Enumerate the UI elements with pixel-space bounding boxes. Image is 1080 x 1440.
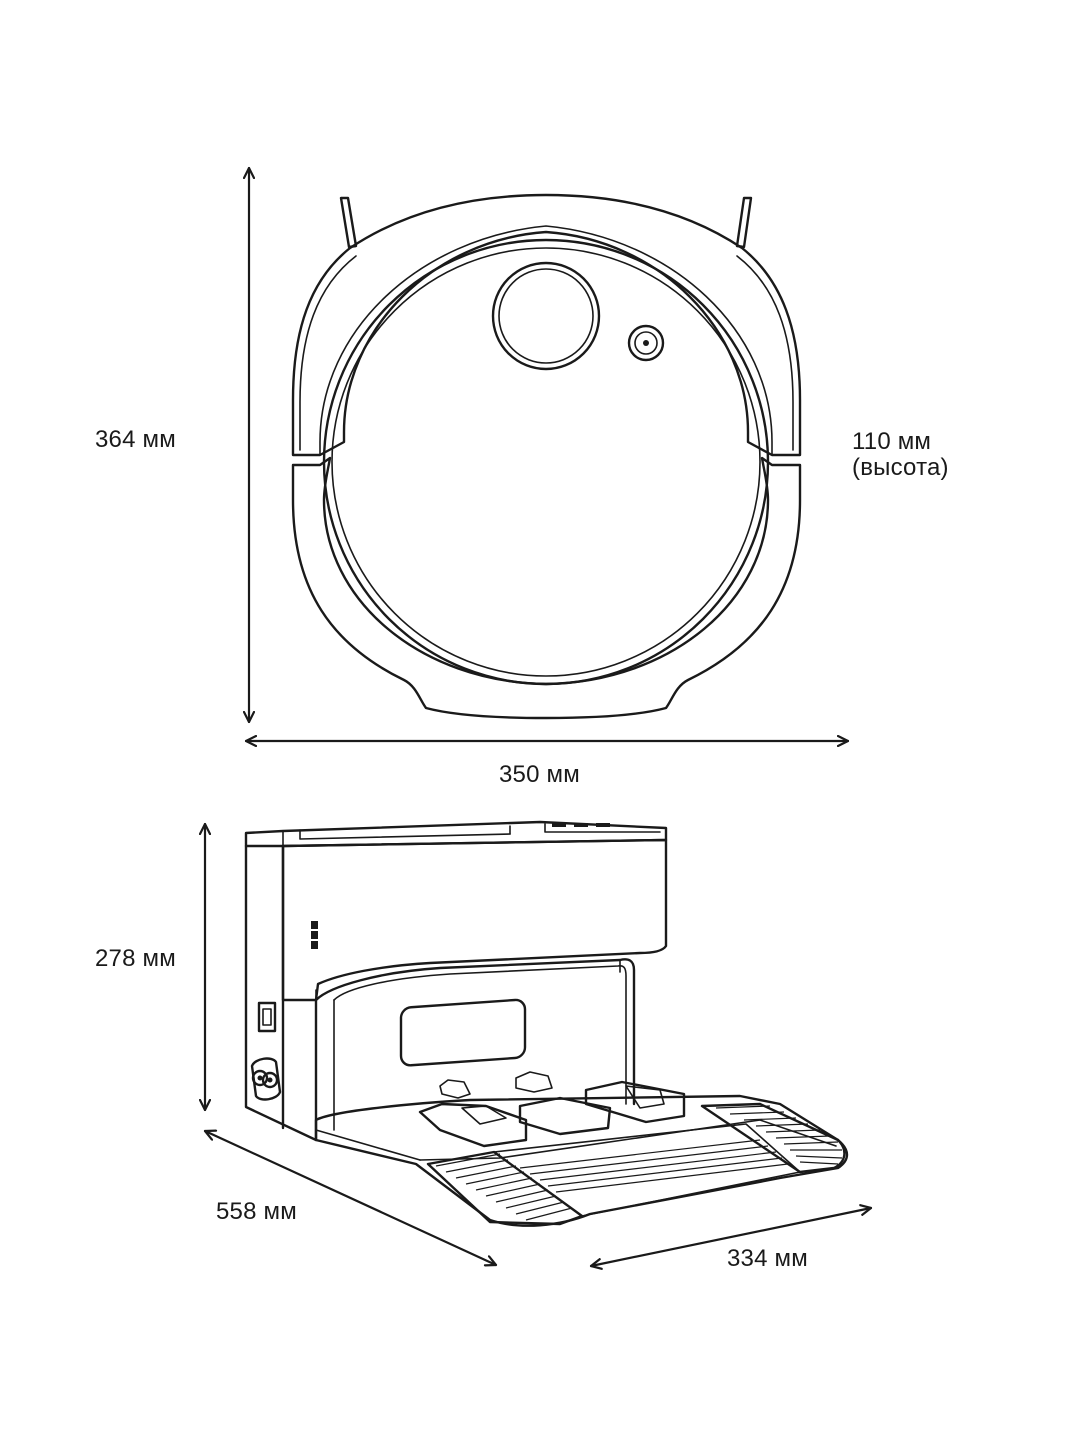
robot-thickness-label-caption: (высота) <box>852 454 949 481</box>
station-lid <box>244 820 668 848</box>
robot-height-label: 364 мм <box>95 426 176 453</box>
station-depth-dimension-line <box>203 1131 498 1265</box>
station-front-body <box>281 838 668 1002</box>
station-window <box>399 998 527 1067</box>
top-cover <box>322 238 770 686</box>
side-label-icon <box>311 921 318 949</box>
robot-thickness-label-value: 110 мм <box>852 428 932 455</box>
station-base-plate <box>314 1094 849 1227</box>
docking-station <box>244 820 849 1227</box>
station-back-wall <box>314 958 636 1106</box>
center-bump <box>518 1096 612 1136</box>
station-height-label: 278 мм <box>95 945 176 972</box>
right-side-brush <box>735 196 753 249</box>
right-grille <box>700 1102 846 1174</box>
left-grille <box>426 1150 584 1226</box>
station-width-dimension-line <box>589 1208 873 1266</box>
power-button-icon <box>627 324 665 362</box>
left-side-brush <box>339 196 358 249</box>
station-width-label: 334 мм <box>727 1245 808 1272</box>
left-bump <box>418 1102 528 1148</box>
robot-body <box>291 456 802 720</box>
power-switch-icon <box>257 1001 277 1033</box>
lidar-tower <box>491 261 601 371</box>
front-bumper <box>291 193 802 457</box>
center-grille <box>493 1123 801 1217</box>
robot-width-label: 350 мм <box>499 761 580 788</box>
robot-vacuum-top-view <box>291 193 802 720</box>
right-bump <box>584 1080 686 1124</box>
power-connector-icon <box>250 1057 282 1101</box>
station-depth-label: 558 мм <box>216 1198 297 1225</box>
